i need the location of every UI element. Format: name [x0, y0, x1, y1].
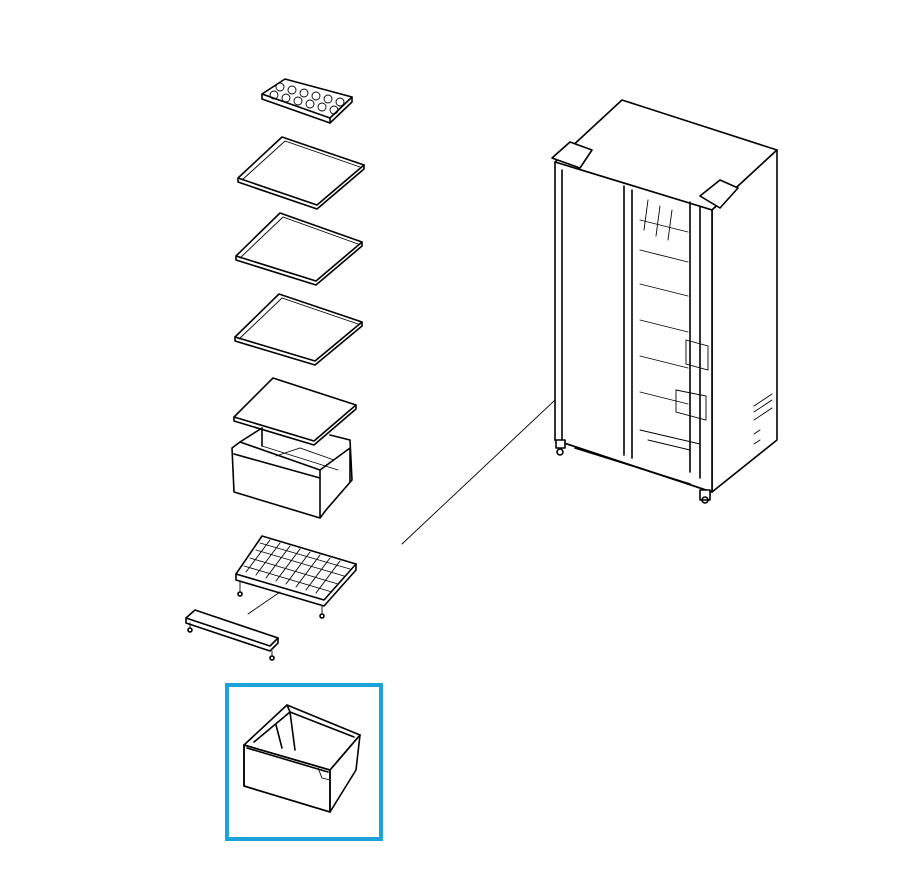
crisper-cover[interactable] [233, 377, 357, 446]
glass-shelf-2[interactable] [235, 212, 363, 286]
glass-shelf-1[interactable] [237, 136, 365, 210]
front-trim-bar[interactable] [185, 609, 279, 661]
crisper-support-frame[interactable] [235, 535, 357, 619]
highlight-box [225, 683, 383, 841]
highlighted-crisper-drawer[interactable] [243, 704, 361, 813]
egg-tray[interactable] [261, 78, 353, 124]
glass-shelf-3[interactable] [234, 293, 363, 366]
refrigerator-cabinet[interactable] [551, 99, 778, 504]
crisper-drawer[interactable] [231, 427, 353, 519]
